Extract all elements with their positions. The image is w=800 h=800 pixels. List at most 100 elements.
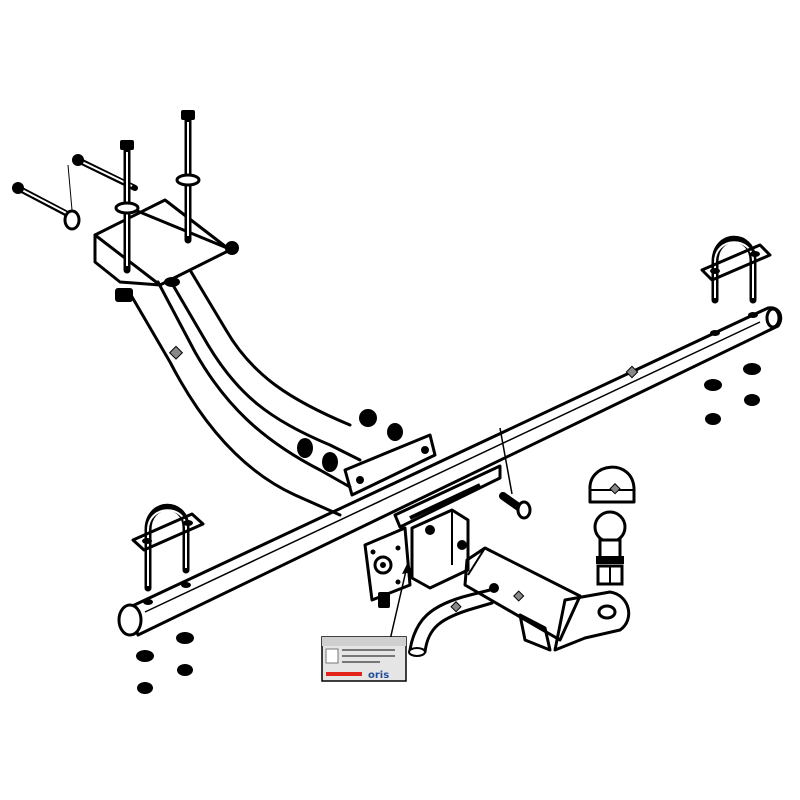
right-clamp-nut-1 [710, 268, 720, 274]
bracket-nut-2 [164, 277, 180, 287]
bolt-vertical-washer-1 [114, 201, 140, 215]
upper-mounting-bracket [93, 198, 234, 302]
ball-cover-sticker [609, 483, 621, 495]
type-label-plate: oris [321, 636, 407, 682]
bolt-vertical-head-2 [181, 110, 195, 120]
left-loose-nut-4 [177, 664, 193, 676]
mount-block-bolt-2 [457, 540, 467, 550]
mounting-arm-second-inner [188, 268, 352, 427]
bracket-end-nut [225, 241, 239, 255]
ball-cover [588, 465, 636, 504]
lower-rail-slot [409, 483, 481, 520]
side-plate-rivet-2 [395, 545, 401, 551]
curved-tube-inner [423, 601, 494, 654]
socket-bracket-tube [408, 588, 494, 657]
right-clamp-nut-2 [750, 251, 760, 257]
crossbar-right-end [765, 307, 781, 329]
tube-end [408, 647, 426, 657]
label-plate-header [322, 637, 406, 646]
left-loose-nut-3 [137, 682, 153, 694]
main-crossbar [117, 306, 783, 637]
tube-sticker [450, 601, 462, 613]
left-loose-nut-1 [136, 650, 154, 662]
drawbar-body [463, 546, 582, 642]
mounting-arm-second-outer [168, 278, 362, 462]
crossbar-hole-2 [181, 582, 191, 588]
bolt-shaft-1-inner [21, 189, 73, 217]
crossbar-hole-3 [710, 330, 720, 336]
bracket-plate-edge [93, 233, 162, 287]
center-bracket-plate [297, 409, 437, 497]
drawbar-top-edge [467, 547, 486, 576]
right-u-bolt-arch-inner [714, 241, 754, 298]
right-loose-nut-1 [704, 379, 722, 391]
bolt-washer-1 [63, 209, 81, 231]
side-plate-rivet-1 [370, 549, 376, 555]
center-plate [343, 433, 437, 497]
left-loose-nut-2 [176, 632, 194, 644]
loose-nut-2 [387, 423, 403, 441]
tow-ball [593, 510, 627, 544]
loose-nut-1 [359, 409, 377, 427]
arm-nut-2 [322, 452, 338, 472]
label-plate-icon [325, 648, 339, 664]
mount-block-bolt-1 [425, 525, 435, 535]
bracket-plate [93, 198, 232, 287]
leader-to-plate [389, 561, 409, 641]
left-clamp-plate [131, 512, 205, 552]
right-u-bolt-clamp [700, 235, 772, 425]
small-bolt [378, 592, 390, 608]
label-red-stripe [326, 672, 362, 676]
bracket-cross-bar [128, 206, 234, 252]
towing-eye-plate [553, 590, 631, 652]
tow-ball-flange [596, 556, 624, 564]
left-clamp-nut-1 [142, 538, 152, 544]
bracket-bolts [12, 110, 239, 274]
side-plate-rivet-3 [395, 579, 401, 585]
side-plate [363, 526, 412, 602]
left-clamp-nut-2 [183, 520, 193, 526]
loose-bolt-shaft [499, 492, 524, 512]
drawbar-sticker [513, 590, 525, 602]
mounting-arm-outer [126, 288, 342, 517]
towing-eye-hole [597, 604, 617, 620]
right-loose-nut-3 [705, 413, 721, 425]
crossbar-left-end [117, 603, 143, 637]
bolt-head-1 [12, 182, 24, 194]
crossbar-highlight [144, 321, 761, 613]
lower-rail [393, 464, 502, 529]
arm-nut-1 [297, 438, 313, 458]
drawbar-bottom-plate [518, 613, 552, 652]
mounting-arm-assembly [126, 268, 362, 517]
crossbar-hole-1 [143, 599, 153, 605]
curved-tube-outer [408, 588, 492, 652]
bracket-nut [115, 288, 133, 302]
label-brand-text: oris [368, 670, 389, 681]
bolt-head-2 [72, 154, 84, 166]
tow-ball-assembly [588, 465, 636, 586]
lower-bracket [363, 464, 502, 641]
drawbar [463, 546, 631, 652]
center-plate-hole-1 [356, 476, 364, 484]
bolt-vertical-washer-2 [175, 173, 201, 187]
mounting-arm-inner-line [156, 280, 352, 489]
right-loose-nut-4 [744, 394, 760, 406]
crossbar-body [126, 306, 783, 637]
leader-arrow [402, 562, 412, 574]
left-u-bolt-clamp [131, 503, 205, 694]
loose-bolt-leader [499, 427, 513, 495]
right-clamp-plate [700, 243, 772, 282]
center-plate-hole-2 [421, 446, 429, 454]
crossbar-sticker [625, 365, 639, 379]
loose-bolt-head [516, 500, 532, 520]
arm-sticker [168, 345, 184, 360]
right-loose-nut-2 [743, 363, 761, 375]
bolt-vertical-head-1 [120, 140, 134, 150]
bracket-leader-line [67, 164, 73, 211]
tow-ball-neck [598, 538, 622, 560]
drawbar-pin-hole [489, 583, 499, 593]
crossbar-hole-4 [748, 312, 758, 318]
socket-bolt-center [380, 562, 386, 568]
